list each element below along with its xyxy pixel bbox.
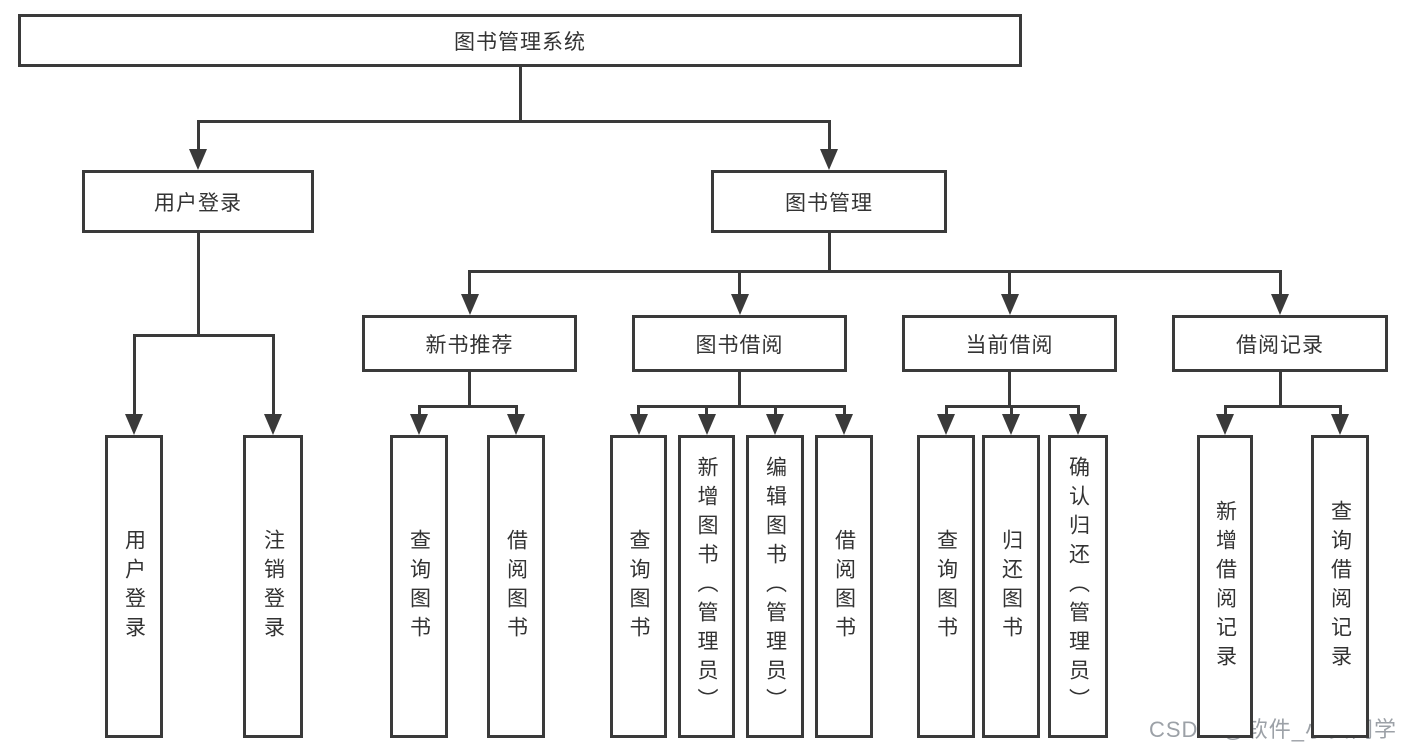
arrow-down-icon bbox=[1000, 294, 1019, 315]
node-label: 查询图书 bbox=[407, 528, 431, 645]
node-label: 新增借阅记录 bbox=[1213, 499, 1237, 674]
connector-line bbox=[1223, 406, 1227, 416]
node-label: 编辑图书（管理员） bbox=[763, 456, 787, 717]
node-label: 注销登录 bbox=[261, 528, 285, 645]
connector-line bbox=[196, 119, 831, 123]
connector-line bbox=[1008, 372, 1011, 408]
arrow-down-icon bbox=[507, 414, 525, 435]
connector-line bbox=[132, 333, 275, 337]
arrow-down-icon bbox=[629, 414, 648, 435]
node-book-mgmt: 图书管理 bbox=[711, 170, 947, 233]
node-label: 图书借阅 bbox=[695, 333, 784, 357]
arrow-down-icon bbox=[125, 414, 143, 435]
node-leaf-logout: 注销登录 bbox=[243, 435, 303, 738]
connector-line bbox=[417, 404, 518, 408]
arrow-down-icon bbox=[460, 294, 479, 315]
arrow-down-icon bbox=[766, 414, 784, 435]
connector-line bbox=[827, 233, 831, 273]
node-leaf-nbr-query: 查询图书 bbox=[390, 435, 448, 738]
arrow-down-icon bbox=[264, 414, 282, 435]
connector-line bbox=[1223, 404, 1342, 408]
connector-line bbox=[271, 335, 275, 416]
node-new-book-rec: 新书推荐 bbox=[362, 315, 577, 372]
node-label: 借阅图书 bbox=[504, 528, 528, 645]
node-book-borrow: 图书借阅 bbox=[632, 315, 847, 372]
arrow-down-icon bbox=[1069, 414, 1087, 435]
connector-line bbox=[637, 404, 846, 408]
connector-line bbox=[1076, 406, 1080, 416]
node-leaf-bb-borrow: 借阅图书 bbox=[815, 435, 873, 738]
connector-line bbox=[738, 271, 741, 296]
node-leaf-nbr-borrow: 借阅图书 bbox=[487, 435, 545, 738]
connector-line bbox=[1008, 271, 1011, 296]
connector-line bbox=[827, 121, 831, 151]
connector-line bbox=[468, 271, 471, 296]
connector-line bbox=[944, 406, 948, 416]
node-leaf-cb-query: 查询图书 bbox=[917, 435, 975, 738]
connector-line bbox=[468, 372, 471, 408]
node-label: 查询借阅记录 bbox=[1328, 499, 1352, 674]
arrow-down-icon bbox=[1331, 414, 1349, 435]
node-leaf-bb-add: 新增图书（管理员） bbox=[678, 435, 735, 738]
node-label: 新书推荐 bbox=[425, 333, 514, 357]
node-label: 用户登录 bbox=[154, 191, 242, 215]
arrow-down-icon bbox=[730, 294, 749, 315]
connector-line bbox=[1278, 372, 1282, 408]
node-leaf-bb-query: 查询图书 bbox=[610, 435, 667, 738]
node-current-borrow: 当前借阅 bbox=[902, 315, 1117, 372]
node-leaf-br-query: 查询借阅记录 bbox=[1311, 435, 1369, 738]
arrow-down-icon bbox=[1216, 414, 1234, 435]
node-label: 归还图书 bbox=[999, 528, 1023, 645]
connector-line bbox=[196, 121, 200, 151]
connector-line bbox=[417, 406, 421, 416]
node-label: 图书管理 bbox=[785, 191, 873, 215]
node-label: 用户登录 bbox=[122, 528, 146, 645]
connector-line bbox=[1278, 271, 1282, 296]
arrow-down-icon bbox=[937, 414, 955, 435]
node-borrow-records: 借阅记录 bbox=[1172, 315, 1388, 372]
node-leaf-br-add: 新增借阅记录 bbox=[1197, 435, 1253, 738]
arrow-down-icon bbox=[820, 149, 838, 170]
node-label: 图书管理系统 bbox=[454, 30, 586, 54]
node-leaf-cb-confirm: 确认归还（管理员） bbox=[1048, 435, 1108, 738]
connector-line bbox=[1338, 406, 1342, 416]
connector-line bbox=[738, 372, 741, 408]
connector-line bbox=[773, 406, 777, 416]
node-label: 查询图书 bbox=[627, 528, 650, 645]
node-label: 借阅图书 bbox=[832, 528, 856, 645]
connector-line bbox=[705, 406, 708, 416]
node-user-login: 用户登录 bbox=[82, 170, 314, 233]
connector-line bbox=[518, 67, 522, 123]
node-label: 当前借阅 bbox=[965, 333, 1054, 357]
node-leaf-bb-edit: 编辑图书（管理员） bbox=[746, 435, 804, 738]
connector-line bbox=[637, 406, 640, 416]
node-label: 确认归还（管理员） bbox=[1066, 456, 1090, 717]
arrow-down-icon bbox=[410, 414, 428, 435]
connector-line bbox=[842, 406, 846, 416]
connector-line bbox=[132, 335, 136, 416]
arrow-down-icon bbox=[697, 414, 716, 435]
node-label: 查询图书 bbox=[934, 528, 958, 645]
node-root: 图书管理系统 bbox=[18, 14, 1022, 67]
node-label: 新增图书（管理员） bbox=[695, 456, 718, 717]
arrow-down-icon bbox=[1002, 414, 1020, 435]
arrow-down-icon bbox=[1271, 294, 1289, 315]
connector-line bbox=[196, 233, 200, 337]
node-leaf-user-login: 用户登录 bbox=[105, 435, 163, 738]
node-label: 借阅记录 bbox=[1236, 333, 1324, 357]
arrow-down-icon bbox=[835, 414, 853, 435]
connector-line bbox=[468, 269, 1282, 273]
arrow-down-icon bbox=[189, 149, 207, 170]
connector-line bbox=[514, 406, 518, 416]
connector-line bbox=[1009, 406, 1013, 416]
node-leaf-cb-return: 归还图书 bbox=[982, 435, 1040, 738]
